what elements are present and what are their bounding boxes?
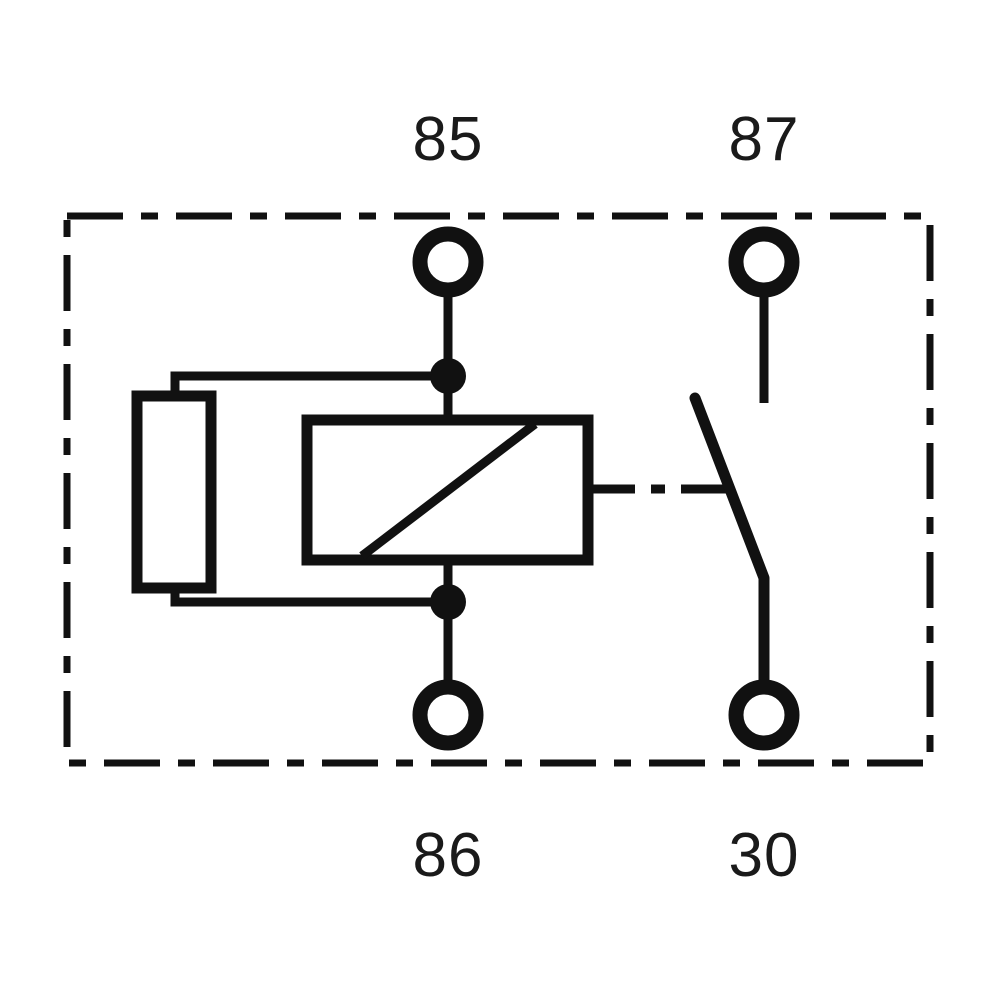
terminal-86[interactable] [412, 679, 484, 751]
coil-wire-upper [170, 371, 453, 401]
terminal-30-label: 30 [729, 821, 800, 890]
terminal-85-label: 85 [413, 105, 484, 174]
terminal-85[interactable] [412, 226, 484, 298]
resistor-block [131, 390, 217, 594]
junction-dot-lower [430, 584, 466, 620]
junction-dot-upper [430, 358, 466, 394]
terminal-30[interactable] [728, 679, 800, 751]
coil-diagonal-line [359, 420, 538, 560]
switch-contact-arm [689, 392, 770, 693]
terminal-86-label: 86 [413, 821, 484, 890]
relay-housing-outline [63, 212, 934, 767]
terminal-87[interactable] [728, 226, 800, 298]
terminal-87-label: 87 [729, 105, 800, 174]
